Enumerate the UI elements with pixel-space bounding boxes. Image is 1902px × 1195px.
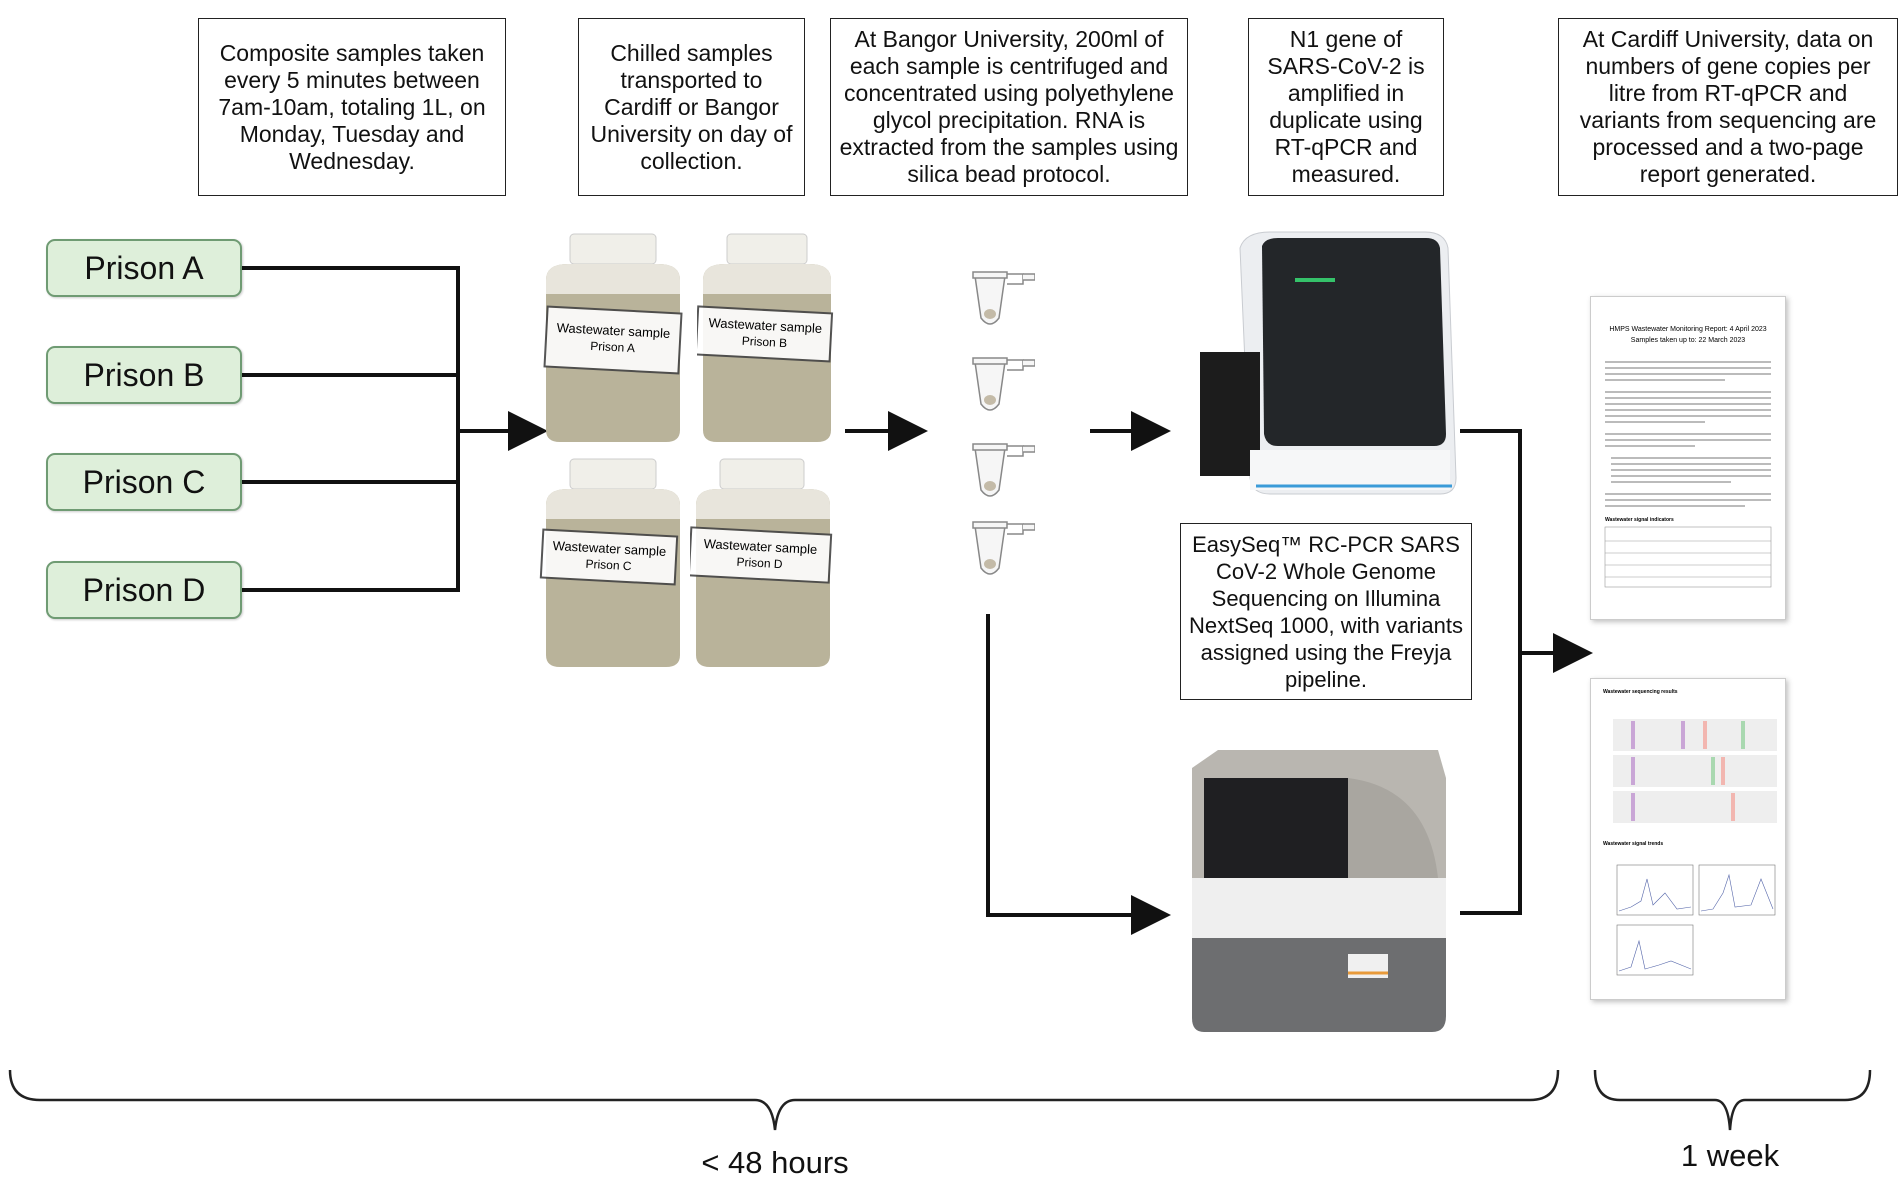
report-sequencing-chart: [1613, 719, 1777, 823]
pcr-tube-icon: [972, 443, 1035, 497]
report-table-title: Wastewater signal indicators: [1605, 517, 1674, 523]
report-table: [1604, 526, 1772, 588]
jar-c-label-line2: Prison C: [585, 557, 632, 573]
brace-48-hours: [8, 1069, 1560, 1131]
report-trends-title: Wastewater signal trends: [1603, 841, 1663, 847]
pcr-tube-icon: [972, 357, 1035, 411]
timeline-label-1-week: 1 week: [1680, 1138, 1780, 1173]
step-sequencing-box: EasySeq™ RC-PCR SARS CoV-2 Whole Genome …: [1180, 523, 1472, 700]
report-body-text: [1605, 361, 1771, 507]
step-amplification-box: N1 gene of SARS-CoV-2 is amplified in du…: [1248, 18, 1444, 196]
jar-b-label-line1: Wastewater sample: [708, 315, 822, 336]
report-page-one: HMPS Wastewater Monitoring Report: 4 Apr…: [1590, 296, 1786, 620]
report-title-line1: HMPS Wastewater Monitoring Report: 4 Apr…: [1609, 326, 1766, 333]
wastewater-jar-d: Wastewater sample Prison D: [690, 458, 833, 667]
brace-1-week: [1593, 1069, 1872, 1131]
step-concentration-box: At Bangor University, 200ml of each samp…: [830, 18, 1188, 196]
wastewater-jar-b: Wastewater sample Prison B: [697, 233, 834, 442]
report-sequencing-title: Wastewater sequencing results: [1603, 689, 1678, 695]
wastewater-jar-c: Wastewater sample Prison C: [539, 458, 680, 667]
step-report-box: At Cardiff University, data on numbers o…: [1558, 18, 1898, 196]
prison-c-node: Prison C: [46, 453, 242, 511]
jar-d-label-line2: Prison D: [736, 555, 783, 571]
report-title-line2: Samples taken up to: 22 March 2023: [1631, 337, 1746, 344]
qpcr-instrument-icon: [1200, 231, 1457, 495]
prison-a-d-connector: [242, 266, 460, 592]
jar-b-label-line2: Prison B: [741, 334, 787, 350]
report-page-two: Wastewater sequencing results Wastewater…: [1590, 678, 1786, 1000]
step-collection-box: Composite samples taken every 5 minutes …: [198, 18, 506, 196]
pcr-tubes: [972, 271, 1035, 575]
jar-a-label-line2: Prison A: [590, 339, 635, 355]
step-transport-box: Chilled samples transported to Cardiff o…: [578, 18, 805, 196]
timeline-label-48-hours: < 48 hours: [701, 1145, 849, 1180]
prison-d-node: Prison D: [46, 561, 242, 619]
jar-a-label-line1: Wastewater sample: [556, 320, 670, 341]
sequencer-instrument-icon: [1192, 750, 1446, 1032]
jar-d-label-line1: Wastewater sample: [703, 536, 817, 557]
jar-c-label-line1: Wastewater sample: [552, 538, 666, 559]
pcr-tube-icon: [972, 521, 1035, 575]
pcr-tube-icon: [972, 271, 1035, 325]
merge-connector: [1460, 429, 1522, 915]
arrow-to-sequencer: [986, 614, 1171, 935]
report-trends-chart: [1616, 864, 1776, 976]
wastewater-jar-a: Wastewater sample Prison A: [543, 233, 683, 442]
prison-b-node: Prison B: [46, 346, 242, 404]
prison-a-node: Prison A: [46, 239, 242, 297]
